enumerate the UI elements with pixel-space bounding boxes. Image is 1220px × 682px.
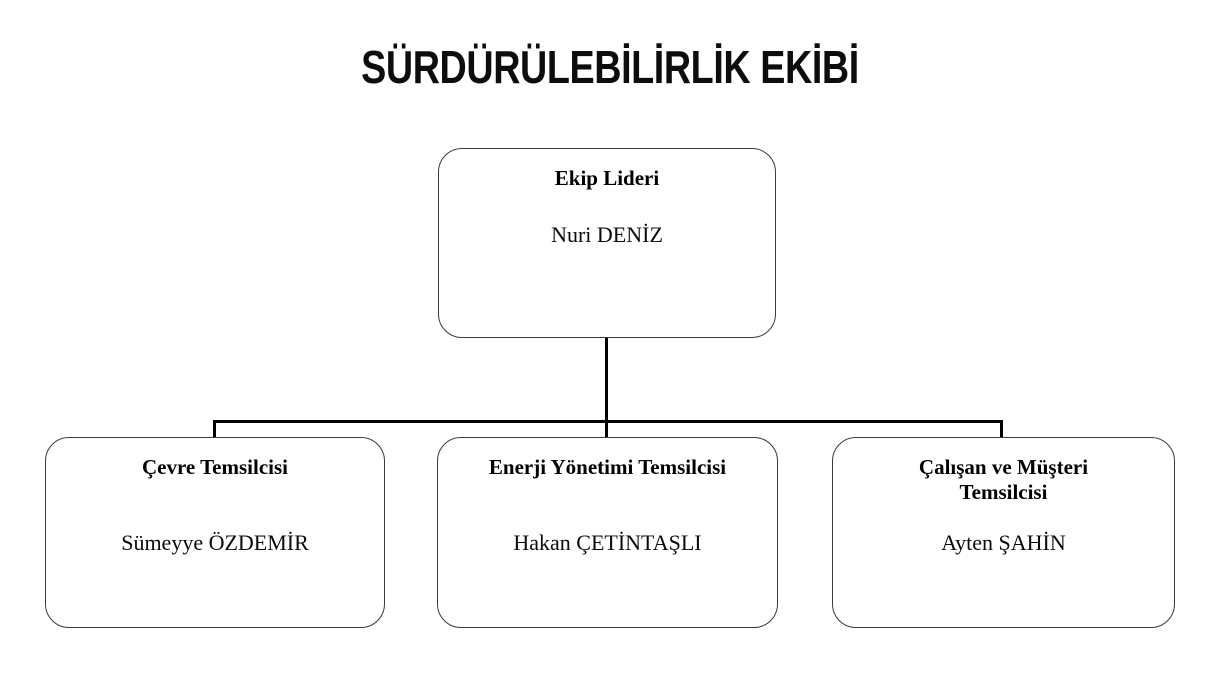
org-node-environment-rep[interactable]: Çevre Temsilcisi Sümeyye ÖZDEMİR — [45, 437, 385, 628]
org-node-role: Çevre Temsilcisi — [141, 455, 288, 479]
org-node-person-name: Hakan ÇETİNTAŞLI — [513, 530, 702, 555]
org-node-person-name: Sümeyye ÖZDEMİR — [121, 530, 309, 555]
org-node-role: Çalışan ve Müşteri Temsilcisi — [918, 455, 1089, 504]
connector-trunk-vertical — [605, 338, 608, 423]
page-title: SÜRDÜRÜLEBİLİRLİK EKİBİ — [361, 41, 859, 93]
org-node-team-leader[interactable]: Ekip Lideri Nuri DENİZ — [438, 148, 776, 338]
org-node-person-name: Ayten ŞAHİN — [941, 530, 1066, 555]
org-node-person-name: Nuri DENİZ — [551, 222, 663, 247]
org-node-employee-customer-rep[interactable]: Çalışan ve Müşteri Temsilcisi Ayten ŞAHİ… — [832, 437, 1175, 628]
connector-drop-left — [213, 420, 216, 439]
connector-horizontal-bus — [213, 420, 1003, 423]
connector-drop-right — [1000, 420, 1003, 439]
org-node-energy-management-rep[interactable]: Enerji Yönetimi Temsilcisi Hakan ÇETİNTA… — [437, 437, 778, 628]
org-node-role: Enerji Yönetimi Temsilcisi — [488, 455, 727, 479]
org-node-role: Ekip Lideri — [554, 166, 660, 190]
connector-drop-center — [605, 420, 608, 439]
